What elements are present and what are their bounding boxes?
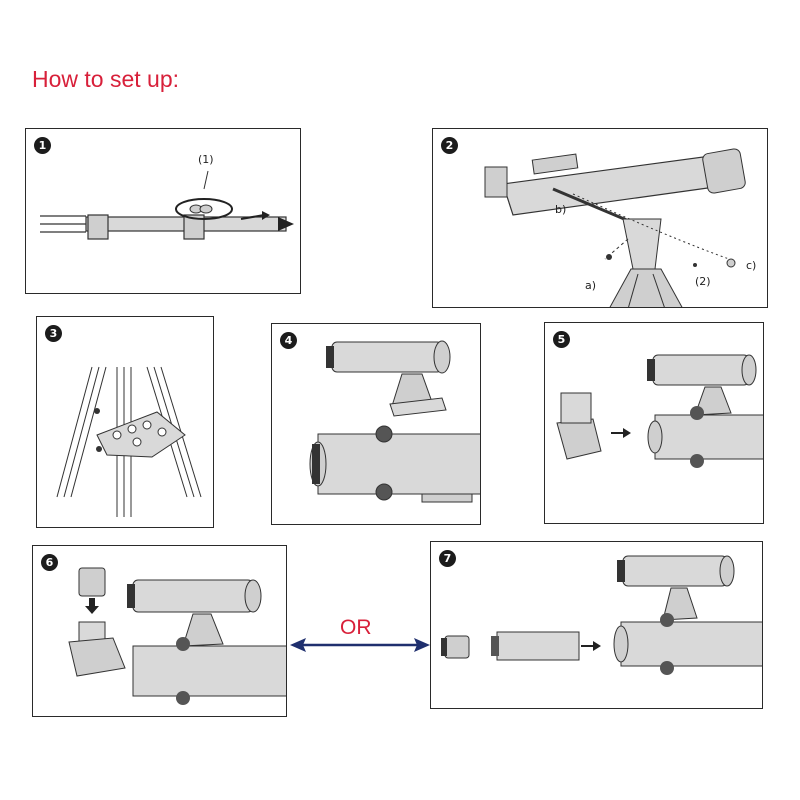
step-4-panel: 4 — [271, 323, 481, 525]
eyepiece-install-illustration — [68, 567, 286, 705]
step-1-panel: 1 (1) — [25, 128, 301, 294]
step-number-badge: 6 — [41, 554, 58, 571]
step-5-panel: 5 — [544, 322, 764, 524]
callout-label: b) — [555, 203, 567, 216]
telescope-mount-assembly-illustration — [484, 148, 746, 307]
barlow-lens-install-illustration — [441, 555, 762, 675]
step-number-badge: 3 — [45, 325, 62, 342]
double-headed-arrow-icon — [290, 638, 430, 652]
callout-label: a) — [585, 279, 597, 292]
step-number-badge: 7 — [439, 550, 456, 567]
finderscope-mount-illustration — [309, 340, 480, 503]
step-number-badge: 2 — [441, 137, 458, 154]
diagonal-mirror-install-illustration — [556, 354, 763, 468]
step-number-badge: 5 — [553, 331, 570, 348]
step-number-badge: 4 — [280, 332, 297, 349]
callout-label: c) — [746, 259, 757, 272]
callout-label: (2) — [695, 275, 711, 288]
step-number-badge: 1 — [34, 137, 51, 154]
or-label: OR — [340, 616, 372, 639]
tripod-leg-extension-illustration — [40, 170, 294, 240]
step-6-panel: 6 — [32, 545, 287, 717]
step-2-panel: 2 b) c) (2) a) — [432, 128, 768, 308]
step-3-panel: 3 — [36, 316, 214, 528]
accessory-tray-illustration — [56, 366, 202, 517]
callout-label: (1) — [198, 153, 214, 166]
step-7-panel: 7 — [430, 541, 763, 709]
page-title: How to set up: — [32, 66, 180, 92]
